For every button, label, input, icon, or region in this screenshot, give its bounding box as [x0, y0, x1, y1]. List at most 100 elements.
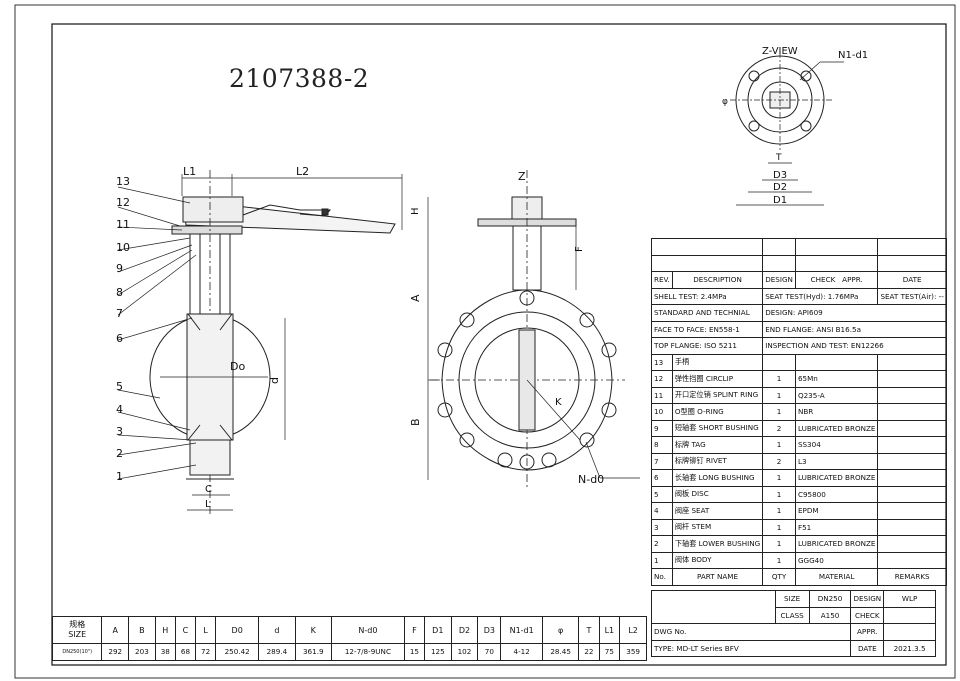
callout-8: 8 — [116, 286, 123, 299]
part-remarks — [877, 485, 947, 503]
zview-d3: D3 — [773, 170, 787, 181]
part-remarks — [877, 386, 947, 404]
part-no: 10 — [651, 403, 673, 421]
dim-col-h: H — [154, 616, 176, 644]
date-cell: DATE — [877, 271, 947, 289]
zview-title: Z-VIEW — [762, 46, 798, 57]
class-value: A150 — [808, 606, 852, 624]
part-no: 8 — [651, 436, 673, 454]
callout-3: 3 — [116, 425, 123, 438]
part-no: 3 — [651, 518, 673, 536]
dim-value: 292 — [101, 643, 130, 661]
callout-6: 6 — [116, 332, 123, 345]
outer-border — [14, 4, 956, 679]
part-material: GGG40 — [794, 551, 879, 569]
part-no: 13 — [651, 353, 673, 371]
callout-numbers: 13 12 11 10 9 8 7 6 5 4 3 2 1 — [116, 175, 130, 483]
part-no: 7 — [651, 452, 673, 470]
header-no: No. — [651, 568, 673, 586]
dim-col-l: L — [195, 616, 217, 644]
dim-label-z: Z — [518, 170, 526, 183]
dim-col-t: T — [578, 616, 600, 644]
handle-body — [182, 196, 244, 223]
part-material: SS304 — [794, 436, 879, 454]
dim-col-k: K — [294, 616, 332, 644]
part-name: 阀座 SEAT — [671, 502, 764, 520]
dwg-label: DWG No. — [650, 623, 852, 641]
rev-cell: REV. — [651, 271, 673, 289]
standard-label: STANDARD AND TECHNIAL — [650, 304, 764, 322]
part-no: 4 — [651, 502, 673, 520]
dim-value: 203 — [128, 643, 156, 661]
type-label: TYPE: MD-LT Series BFV — [650, 639, 852, 657]
part-qty: 1 — [762, 386, 796, 404]
top-flange: TOP FLANGE: ISO 5211 — [650, 337, 764, 355]
dim-value: 28.45 — [541, 643, 580, 661]
dim-col-d1: D1 — [423, 616, 452, 644]
rev-header-row: REV. DESCRIPTION DESIGN CHECK APPR. DATE — [651, 271, 947, 289]
dim-col-: φ — [541, 616, 580, 644]
revision-and-parts-table: REV. DESCRIPTION DESIGN CHECK APPR. DATE… — [650, 238, 947, 586]
part-remarks — [877, 452, 947, 470]
dim-col-a: A — [101, 616, 130, 644]
handle-latch — [321, 208, 329, 216]
part-remarks — [877, 535, 947, 553]
callout-4: 4 — [116, 403, 123, 416]
part-name: 阀板 DISC — [671, 485, 764, 503]
part-no: 5 — [651, 485, 673, 503]
dim-label-d: d — [268, 377, 281, 384]
drawing-number: 2107388-2 — [229, 64, 370, 93]
design-standard: DESIGN: API609 — [762, 304, 947, 322]
size-value: DN250 — [808, 590, 852, 608]
part-qty: 1 — [762, 469, 796, 487]
dim-col-nd0: N-d0 — [330, 616, 405, 644]
part-name: 阀体 BODY — [671, 551, 764, 569]
part-name: 下轴套 LOWER BUSHING — [671, 535, 764, 553]
part-name: 开口定位销 SPLINT RING — [671, 386, 764, 404]
dim-label-do: Do — [230, 360, 245, 373]
appr-cell: APPR. — [842, 275, 863, 285]
body-bore-outer — [458, 311, 596, 449]
dim-col-l2: L2 — [619, 616, 647, 644]
part-remarks — [877, 436, 947, 454]
part-qty — [762, 353, 796, 371]
check-cell: CHECK — [810, 275, 836, 285]
dim-value: 361.9 — [294, 643, 332, 661]
part-material: L3 — [794, 452, 879, 470]
part-no: 11 — [651, 386, 673, 404]
part-remarks — [877, 419, 947, 437]
dim-col-d2: D2 — [450, 616, 479, 644]
design-label: DESIGN — [850, 590, 885, 608]
shell-test: SHELL TEST: 2.4MPa — [650, 287, 764, 305]
zview-hole-label: N1-d1 — [838, 50, 868, 61]
dim-label-c: C — [205, 484, 212, 495]
part-name: 标牌 TAG — [671, 436, 764, 454]
seat-test-hyd: SEAT TEST(Hyd): 1.76MPa — [762, 287, 879, 305]
part-no: 1 — [651, 551, 673, 569]
dim-col-n1d1: N1-d1 — [500, 616, 543, 644]
callout-10: 10 — [116, 241, 130, 254]
part-qty: 1 — [762, 535, 796, 553]
part-remarks — [877, 403, 947, 421]
dim-value: 359 — [619, 643, 647, 661]
part-material: LUBRICATED BRONZE — [794, 469, 879, 487]
dim-col-d0: D0 — [215, 616, 260, 644]
handle-trigger — [242, 204, 332, 217]
part-remarks — [877, 518, 947, 536]
part-no: 6 — [651, 469, 673, 487]
part-qty: 1 — [762, 436, 796, 454]
dim-label-k: K — [555, 397, 562, 408]
dim-label-l1: L1 — [183, 165, 196, 178]
part-qty: 1 — [762, 551, 796, 569]
part-name: 标牌铆钉 RIVET — [671, 452, 764, 470]
part-remarks — [877, 502, 947, 520]
dim-col-d: d — [258, 616, 296, 644]
part-qty: 1 — [762, 485, 796, 503]
